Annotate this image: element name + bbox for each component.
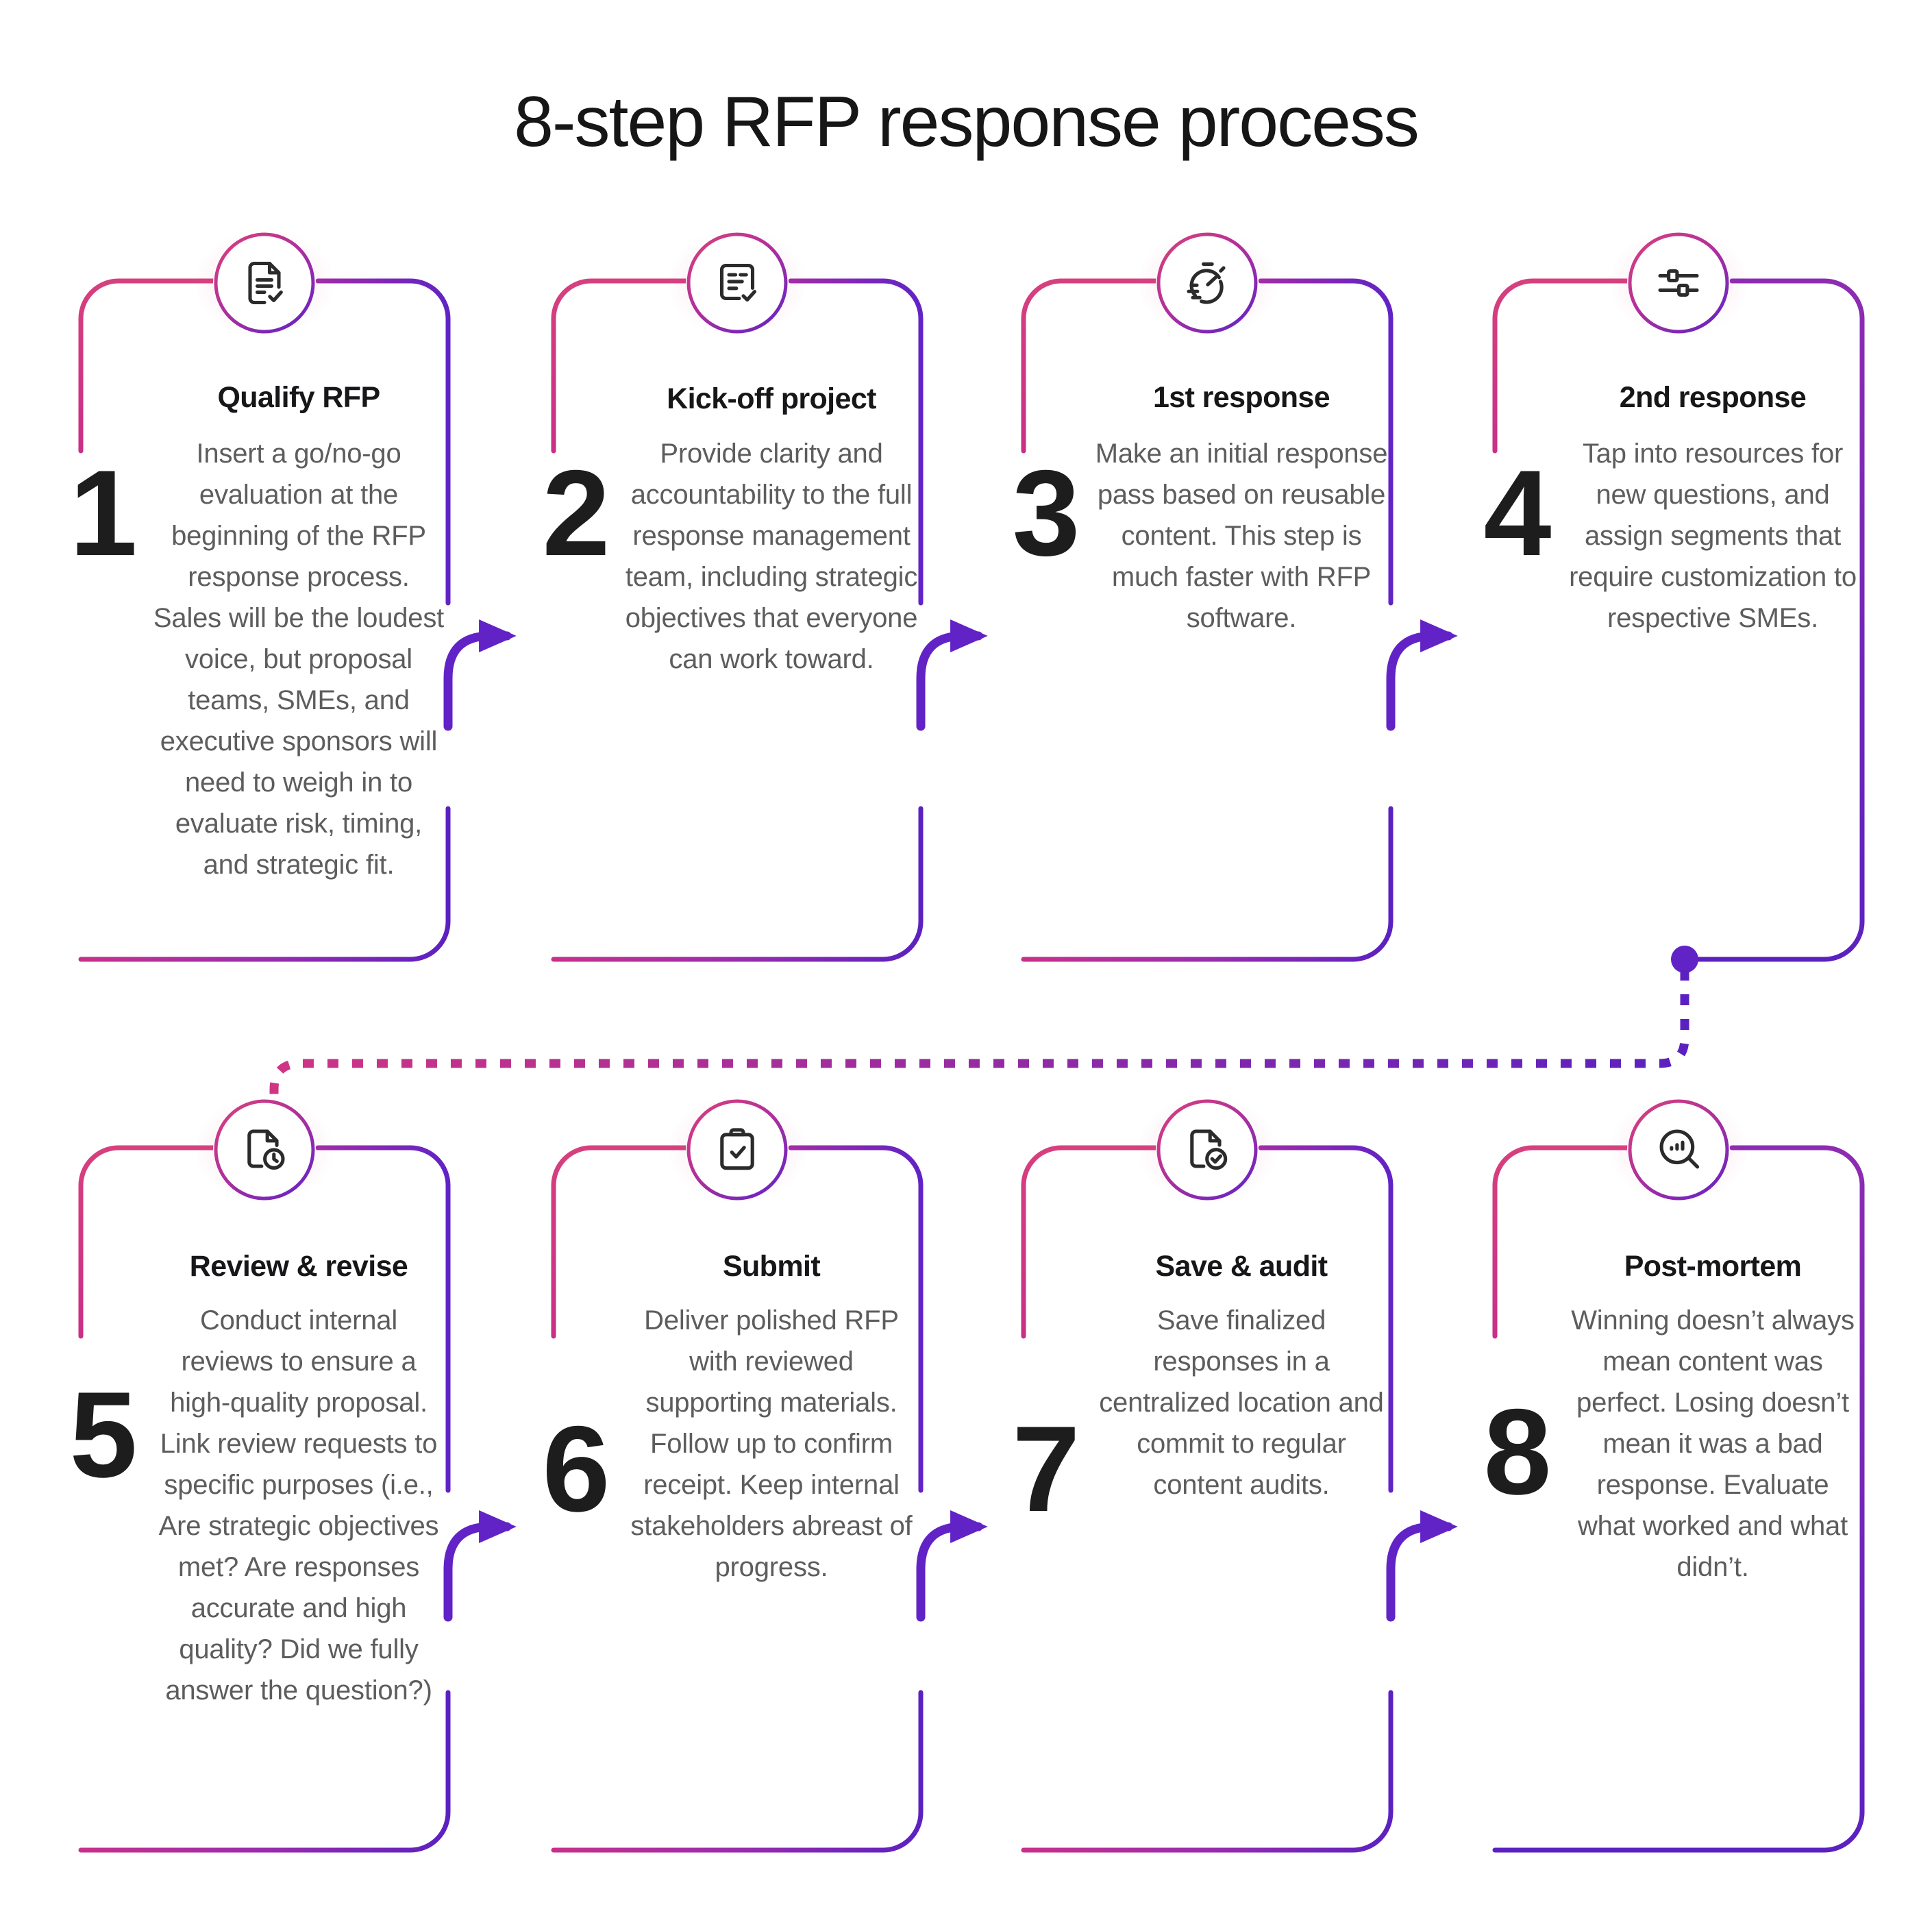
step-number: 6 [542,1401,610,1537]
step-body: Tap into resources for new questions, an… [1569,439,1857,633]
step-number: 5 [69,1366,138,1503]
step-body: Provide clarity and accountability to th… [625,439,918,674]
document-check-icon [195,230,334,336]
step-body: Save finalized responses in a centralize… [1099,1305,1384,1500]
arrow-step5-to-step6 [443,1510,517,1622]
step-body: Conduct internal reviews to ensure a hig… [158,1305,439,1706]
arrow-step3-to-step4 [1386,619,1458,731]
step-heading: Post-mortem [1624,1250,1802,1283]
arrow-step6-to-step7 [916,1510,988,1622]
step-heading: Qualify RFP [217,381,380,414]
step-body: Insert a go/no-go evaluation at the begi… [153,439,445,880]
step-heading: Kick-off project [667,382,876,415]
step-number: 7 [1012,1401,1080,1537]
step-card-1[interactable]: 1 Qualify RFP Insert a go/no-go evaluati… [70,230,448,959]
icon-circle [686,232,789,334]
step-heading: 1st response [1152,381,1330,414]
step-number: 8 [1483,1383,1552,1520]
step-body: Winning doesn’t always mean content was … [1571,1305,1855,1582]
icon-circle [686,1098,789,1201]
arrow-step2-to-step3 [916,619,988,731]
step-card-4[interactable]: 4 2nd response Tap into resources for ne… [1484,230,1862,959]
step-number: 1 [69,445,138,581]
dotted-connector-row1-to-row2 [269,946,1698,1117]
icon-circle [1627,232,1730,334]
step-heading: 2nd response [1619,381,1807,414]
step-card-3[interactable]: 3 1st response Make an initial response … [1013,230,1391,959]
step-number: 2 [542,445,610,581]
step-card-8[interactable]: 8 Post-mortem Winning doesn’t always mea… [1484,1096,1862,1850]
step-number: 3 [1012,445,1080,581]
document-clock-icon [195,1096,334,1203]
step-card-7[interactable]: 7 Save & audit Save finalized responses … [1013,1096,1391,1850]
step-card-6[interactable]: 6 Submit Deliver polished RFP with revie… [543,1096,921,1850]
step-heading: Review & revise [189,1250,408,1283]
step-heading: Submit [722,1250,821,1283]
form-check-icon [668,230,806,336]
icon-circle [1627,1098,1730,1201]
icon-circle [213,232,316,334]
step-body: Make an initial response pass based on r… [1095,439,1388,633]
step-card-5[interactable]: 5 Review & revise Conduct internal revie… [70,1096,448,1850]
icon-circle [1156,232,1259,334]
step-heading: Save & audit [1155,1250,1328,1283]
page-title: 8-step RFP response process [514,82,1420,162]
clipboard-check-icon [668,1096,806,1203]
step-number: 4 [1483,445,1552,581]
icon-circle [213,1098,316,1201]
file-check-circle-icon [1138,1096,1276,1203]
sliders-icon [1609,230,1748,336]
stopwatch-speed-icon [1138,230,1276,336]
icon-circle [1156,1098,1259,1201]
step-card-2[interactable]: 2 Kick-off project Provide clarity and a… [543,230,921,959]
speech-search-icon [1609,1096,1748,1203]
arrow-step7-to-step8 [1386,1510,1458,1622]
step-body: Deliver polished RFP with reviewed suppo… [630,1305,913,1582]
arrow-step1-to-step2 [443,619,517,731]
